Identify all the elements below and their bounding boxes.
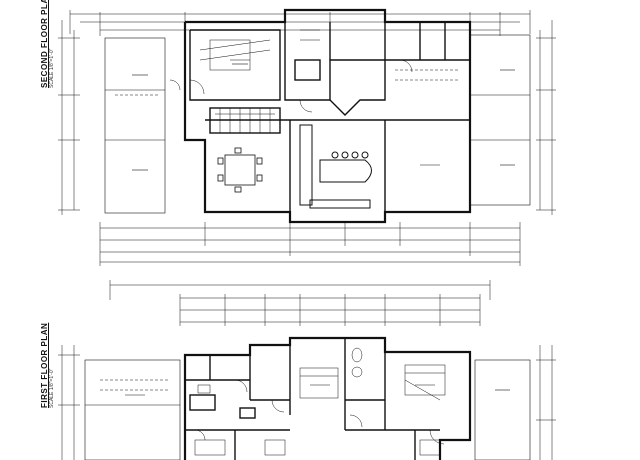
second-floor-left-dimensions bbox=[58, 20, 80, 215]
first-floor-interior-walls bbox=[185, 338, 440, 460]
first-floor-right-wing bbox=[474, 359, 531, 460]
second-floor-right-wing bbox=[469, 34, 531, 206]
second-floor-bottom-dimensions bbox=[99, 222, 521, 266]
first-floor-detail-lines bbox=[100, 347, 446, 456]
first-floor-side-dimensions bbox=[58, 345, 556, 460]
second-floor-plan bbox=[58, 8, 556, 266]
second-floor-door-swings bbox=[169, 59, 413, 113]
first-floor-left-wing bbox=[84, 359, 181, 460]
second-floor-interior-walls bbox=[189, 22, 470, 212]
first-floor-top-dimensions bbox=[109, 280, 491, 326]
first-floor-exterior-walls bbox=[183, 336, 472, 460]
dining-table-symbol bbox=[217, 147, 263, 193]
second-floor-exterior-walls bbox=[183, 8, 472, 224]
second-floor-detail-lines bbox=[199, 29, 460, 133]
first-floor-door-swings bbox=[194, 379, 445, 445]
second-floor-right-dimensions bbox=[536, 20, 556, 215]
first-floor-plan bbox=[58, 280, 556, 460]
second-floor-room-marks bbox=[132, 59, 515, 171]
first-floor-room-marks bbox=[125, 384, 510, 396]
kitchen-island-symbol bbox=[299, 124, 372, 209]
second-floor-left-wing bbox=[104, 37, 166, 214]
